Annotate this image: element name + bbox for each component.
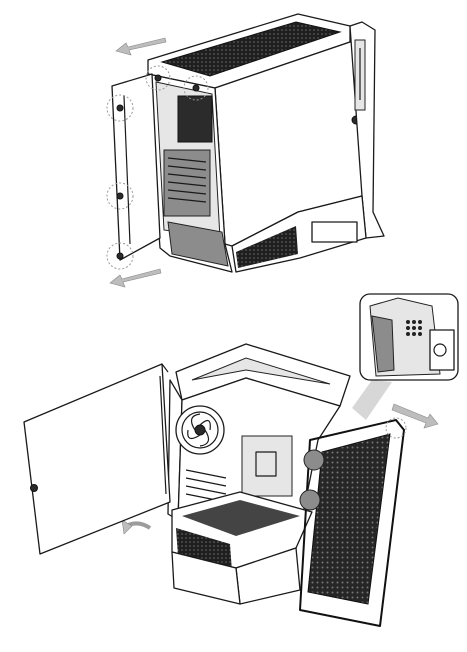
expansion-slots [167,157,207,203]
arrow-remove-bottom [109,268,162,288]
motherboard-tray [163,149,211,217]
callout-circle-front [385,417,407,439]
base-foot-right [311,221,358,243]
base-vent-right [236,226,298,268]
base-left [171,551,241,605]
zoom-inset [352,293,459,420]
step-1-illustration [106,13,385,288]
front-panel-frame [299,419,405,627]
detached-side-panel [111,73,161,261]
top-mesh [160,21,342,77]
front-fan-top [303,449,325,471]
callout-circle-left-upper [106,94,134,122]
psu-area [167,221,229,267]
callout-circle-top-left [145,65,171,91]
cpu-cutout [241,435,293,497]
callout-circle-left-lower [106,182,134,210]
top-fan-area [177,95,213,143]
rear-fan [175,405,225,455]
detached-glass-panel [23,363,171,555]
arrow-front-panel-off [391,403,439,429]
curved-arrow-side-panel [121,519,152,535]
front-fan-bottom [299,489,321,511]
front-panel-mesh [307,433,391,605]
inset-vent-dots [406,320,422,336]
step-2-illustration [23,293,459,627]
expansion-slots-2 [185,469,227,503]
callout-circle-bottom [106,242,134,270]
psu-shroud-top [182,500,300,536]
arrow-remove-top [115,37,167,56]
callout-circle-top-right [183,75,209,101]
base-vent-left [176,528,232,572]
panel-thumbscrew-icon [30,484,38,492]
